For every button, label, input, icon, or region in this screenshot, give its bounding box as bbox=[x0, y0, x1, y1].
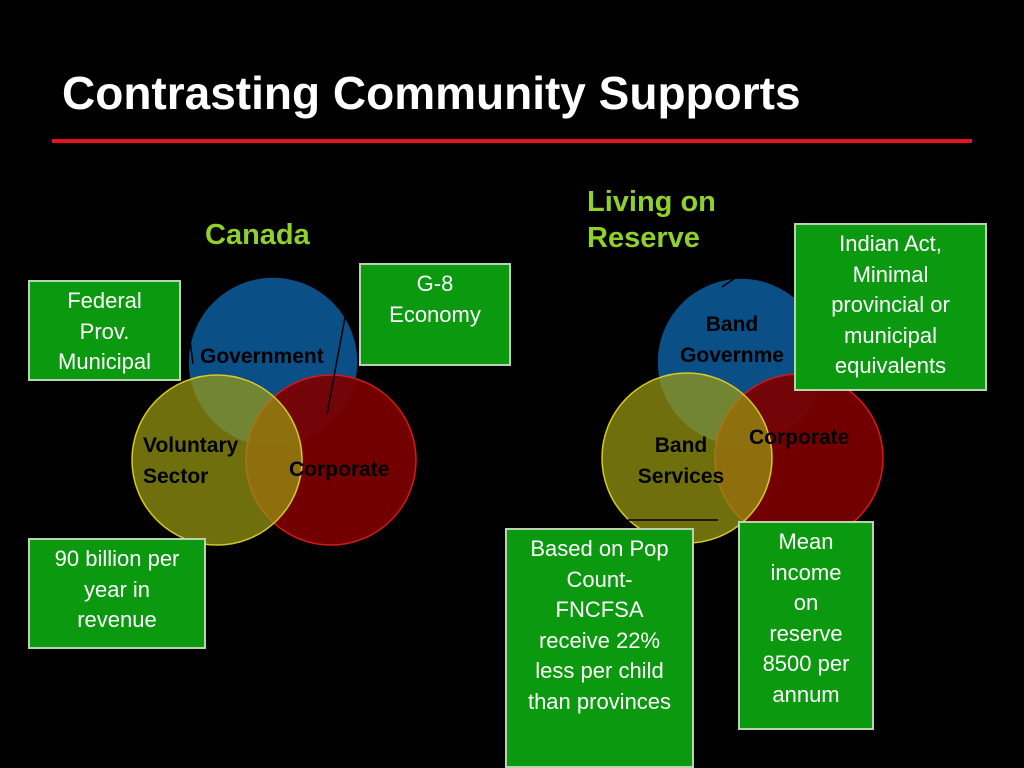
canada-economy-box: G-8 Economy bbox=[359, 263, 511, 366]
reserve-services-label: Band Services bbox=[637, 434, 725, 488]
reserve-heading: Living on Reserve bbox=[587, 186, 716, 254]
reserve-pointer-line bbox=[721, 277, 736, 288]
reserve-funding-box: Based on Pop Count- FNCFSA receive 22% l… bbox=[505, 528, 694, 768]
title-underline bbox=[52, 139, 972, 143]
canada-voluntary-label: Voluntary Sector bbox=[143, 434, 239, 488]
canada-levels-box: Federal Prov. Municipal bbox=[28, 280, 181, 381]
reserve-indian-act-box: Indian Act, Minimal provincial or munici… bbox=[794, 223, 987, 391]
reserve-income-box: Mean income on reserve 8500 per annum bbox=[738, 521, 874, 730]
canada-heading: Canada bbox=[205, 219, 310, 251]
canada-corporate-label: Corporate bbox=[289, 458, 390, 481]
slide-title: Contrasting Community Supports bbox=[62, 67, 801, 119]
canada-pointer-line-2 bbox=[189, 339, 194, 365]
reserve-venn bbox=[601, 277, 884, 544]
canada-venn bbox=[131, 276, 417, 546]
canada-government-label: Government bbox=[200, 345, 324, 368]
canada-pointer-line bbox=[326, 311, 347, 415]
reserve-corporate-label: Corporate bbox=[749, 426, 850, 449]
canada-voluntary-circle bbox=[131, 374, 303, 546]
canada-revenue-box: 90 billion per year in revenue bbox=[28, 538, 206, 649]
reserve-government-label: Band Governme bbox=[680, 313, 784, 367]
